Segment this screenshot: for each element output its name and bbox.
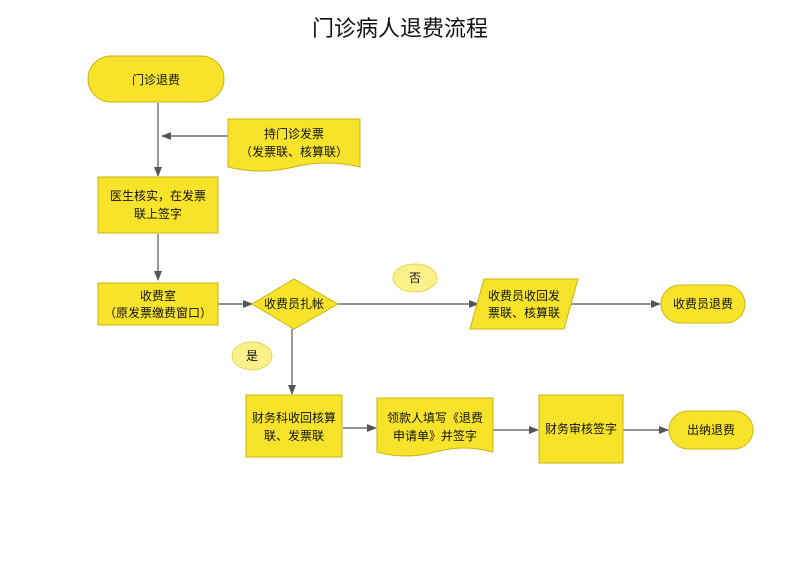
terminator-shape xyxy=(87,55,225,103)
data-shape xyxy=(469,278,579,330)
doctor-verify-line2: 联上签字 xyxy=(134,206,182,221)
process-shape xyxy=(245,394,343,458)
cashier-collect-line2: 票联、核算联 xyxy=(488,305,560,320)
cashier-room-line1: 收费室 xyxy=(140,288,176,303)
recipient-form-line2: 申请单》并签字 xyxy=(393,428,477,443)
recipient-form-line1: 领款人填写《退费 xyxy=(387,411,483,425)
cashier-pay-label: 出纳退费 xyxy=(687,423,735,437)
connectors xyxy=(154,103,669,434)
decision-label: 收费员扎帐 xyxy=(264,296,324,311)
start-label: 门诊退费 xyxy=(132,72,180,87)
invoice-line2: （发票联、核算联） xyxy=(240,144,348,159)
decision-node: 收费员扎帐 xyxy=(251,278,340,330)
cashier-refund-label: 收费员退费 xyxy=(673,297,733,311)
invoice-document-node: 持门诊发票 （发票联、核算联） xyxy=(227,118,361,172)
finance-collect-line1: 财务科收回核算 xyxy=(252,410,336,425)
finance-collect-node: 财务科收回核算 联、发票联 xyxy=(245,394,343,458)
document-shape xyxy=(227,118,361,172)
doctor-verify-node: 医生核实，在发票 联上签字 xyxy=(97,176,219,234)
document-shape xyxy=(376,397,494,457)
process-shape xyxy=(97,176,219,234)
process-shape xyxy=(538,394,624,464)
branch-yes-label: 是 xyxy=(246,349,258,363)
terminator-shape xyxy=(668,410,754,450)
bubble-shape xyxy=(231,341,273,371)
branch-no-bubble: 否 xyxy=(392,263,438,293)
cashier-collect-line1: 收费员收回发 xyxy=(488,288,560,303)
cashier-collect-node: 收费员收回发 票联、核算联 xyxy=(469,278,579,330)
doctor-verify-line1: 医生核实，在发票 xyxy=(110,188,206,203)
decision-shape xyxy=(251,278,340,330)
terminator-shape xyxy=(660,284,746,324)
start-node: 门诊退费 xyxy=(87,55,225,103)
cashier-refund-node: 收费员退费 xyxy=(660,284,746,324)
cashier-room-node: 收费室 （原发票缴费窗口） xyxy=(97,282,219,326)
cashier-room-line2: （原发票缴费窗口） xyxy=(104,305,212,320)
recipient-form-node: 领款人填写《退费 申请单》并签字 xyxy=(376,397,494,457)
invoice-line1: 持门诊发票 xyxy=(264,126,324,141)
finance-review-label: 财务审核签字 xyxy=(545,421,617,436)
finance-review-node: 财务审核签字 xyxy=(538,394,624,464)
cashier-pay-node: 出纳退费 xyxy=(668,410,754,450)
page-title: 门诊病人退费流程 xyxy=(312,17,488,42)
branch-yes-bubble: 是 xyxy=(231,341,273,371)
finance-collect-line2: 联、发票联 xyxy=(264,428,324,443)
branch-no-label: 否 xyxy=(409,271,421,285)
bubble-shape xyxy=(392,263,438,293)
process-shape xyxy=(97,282,219,326)
